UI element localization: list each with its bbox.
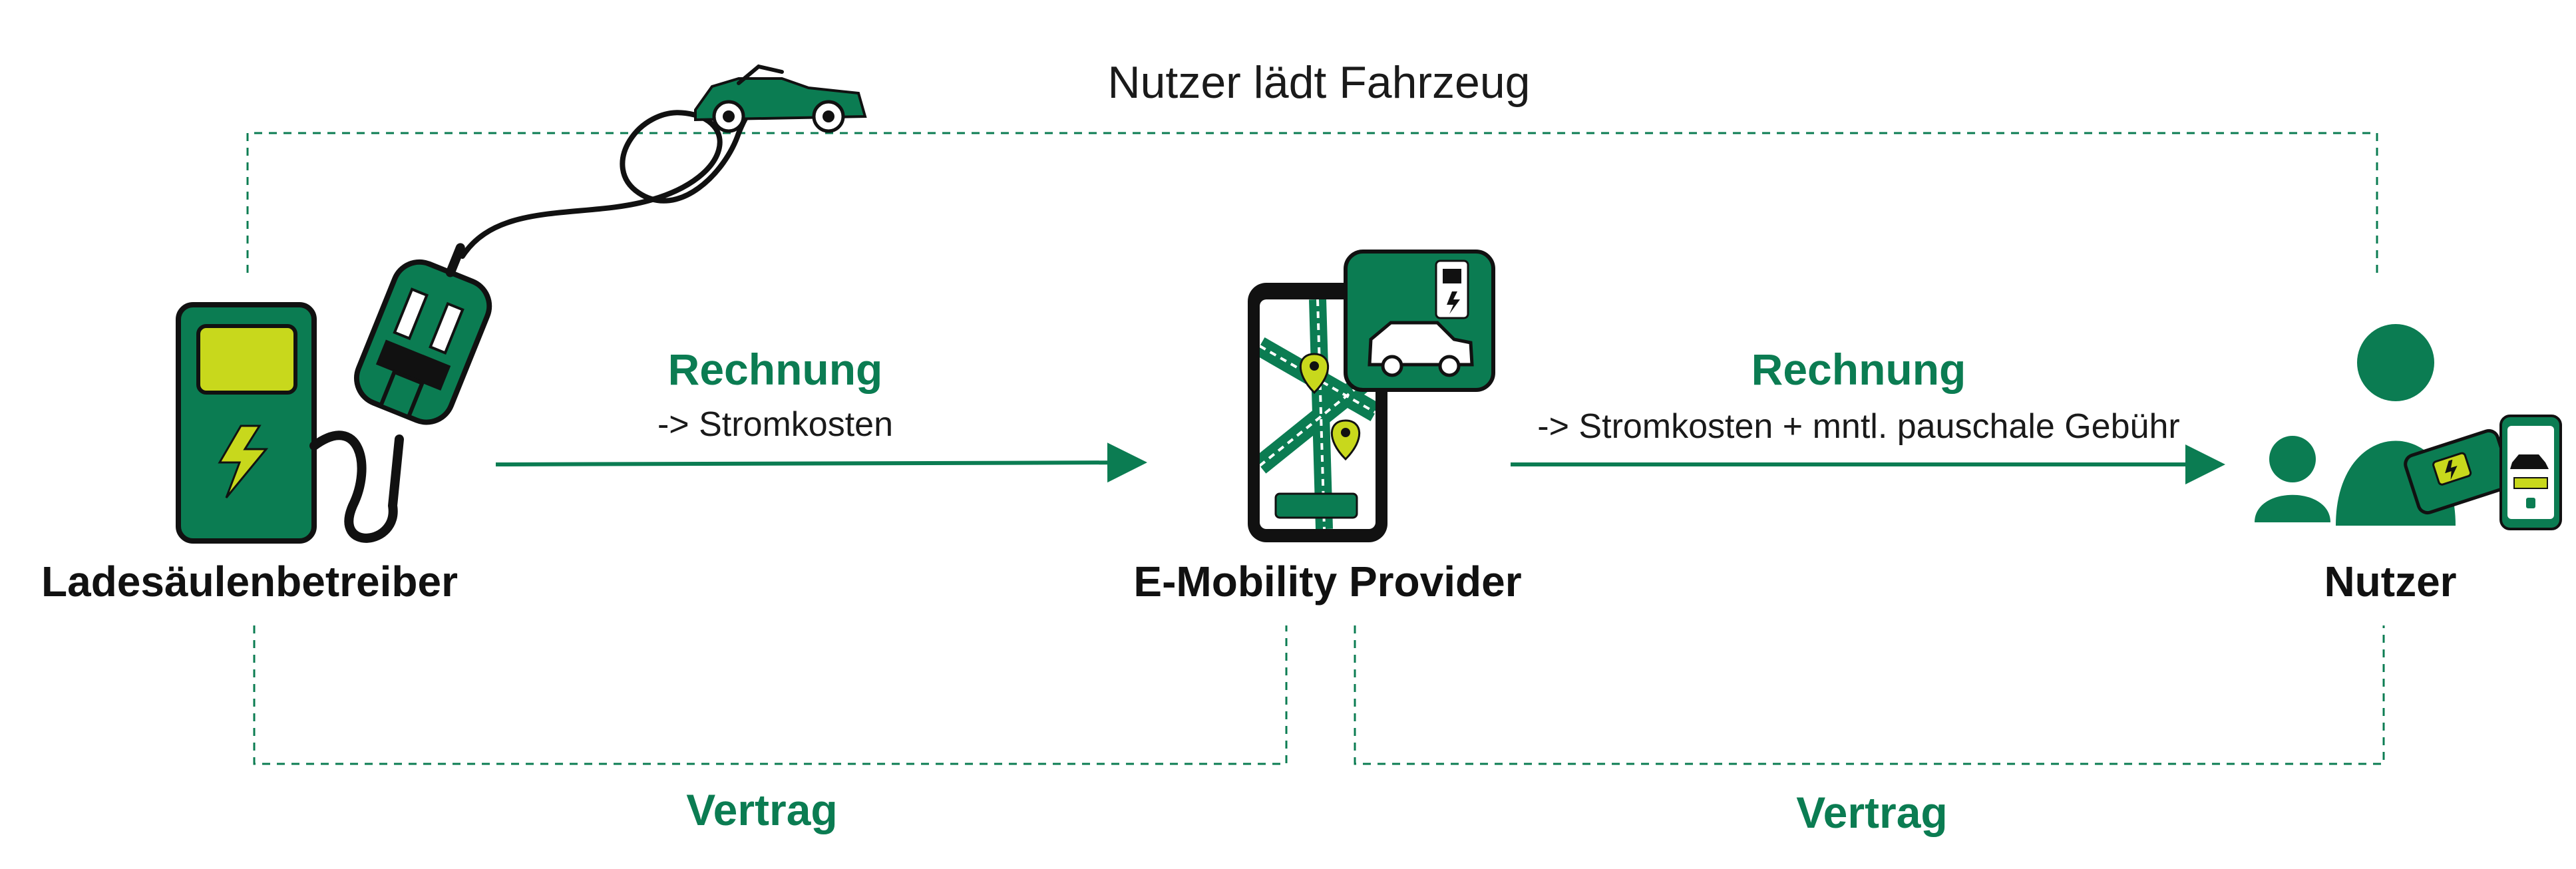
user-group-icon: [2255, 324, 2562, 530]
car-icon: [694, 64, 867, 133]
contract-1-label: Vertrag: [686, 785, 838, 834]
contract-2-label: Vertrag: [1796, 788, 1948, 837]
invoice-arrow-1: [495, 442, 1147, 483]
provider-label: E-Mobility Provider: [1133, 558, 1522, 606]
invoice-1-detail: -> Stromkosten: [657, 405, 894, 444]
invoice-1-title: Rechnung: [667, 345, 883, 394]
invoice-2-detail: -> Stromkosten + mntl. pauschale Gebühr: [1537, 407, 2180, 446]
charging-cable: [460, 94, 781, 259]
operator-label: Ladesäulenbetreiber: [41, 558, 458, 606]
contract-bracket-left: [253, 625, 1288, 765]
smartphone-map-icon: [1248, 250, 1495, 542]
invoice-2-title: Rechnung: [1751, 345, 1966, 394]
contract-bracket-right: [1354, 625, 2385, 765]
top-flow-label: Nutzer lädt Fahrzeug: [1107, 57, 1531, 108]
user-label: Nutzer: [2324, 558, 2457, 606]
charging-station-icon: [176, 302, 404, 544]
top-flow-dashed-line: [246, 132, 2378, 273]
plug-icon: [353, 243, 492, 425]
